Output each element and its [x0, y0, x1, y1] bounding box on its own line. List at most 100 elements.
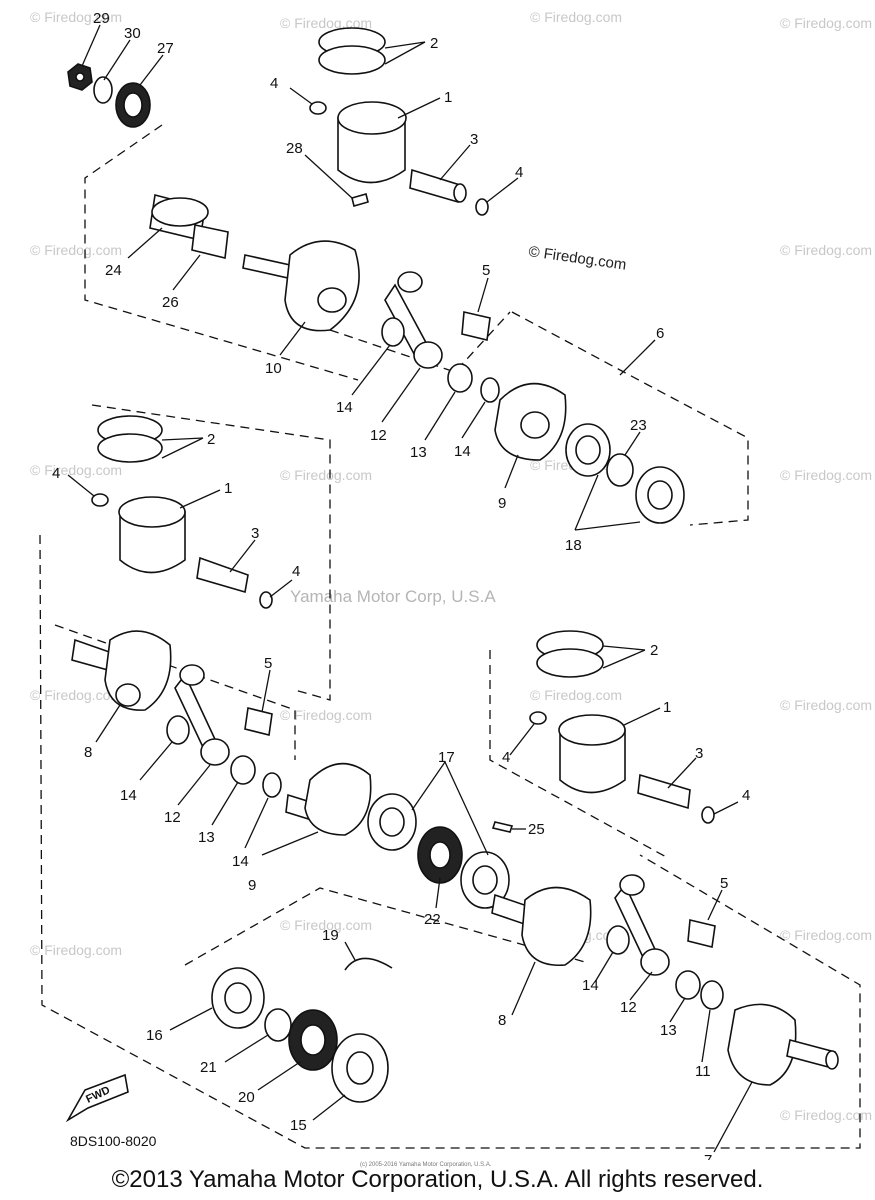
dashed-group-line	[511, 311, 749, 526]
circlip-part	[91, 493, 109, 507]
callout-5: 5	[720, 875, 728, 892]
callout-27: 27	[157, 40, 174, 57]
piston-part	[559, 729, 626, 794]
callout-4: 4	[742, 787, 750, 804]
dashed-group-line	[489, 650, 669, 859]
callout-3: 3	[251, 525, 259, 542]
leader-line	[103, 39, 131, 81]
leader-line	[257, 1061, 301, 1091]
leader-line	[169, 1007, 213, 1031]
needle-bearing-part	[687, 919, 716, 948]
leader-line	[504, 454, 519, 489]
callout-8: 8	[498, 1012, 506, 1029]
leader-line	[139, 54, 164, 86]
piston-pin-part	[196, 556, 249, 594]
callout-7: 7	[704, 1152, 712, 1160]
leader-line	[602, 649, 646, 669]
callout-24: 24	[105, 262, 122, 279]
watermark-text: © Firedog.com	[280, 467, 372, 483]
watermark-text: © Firedog.com	[780, 15, 872, 31]
crank-web-part	[727, 1003, 797, 1086]
watermark-text: © Firedog.com	[280, 917, 372, 933]
leader-line	[435, 877, 441, 909]
thrust-washer-part	[166, 715, 190, 745]
callout-13: 13	[660, 1022, 677, 1039]
leader-line	[381, 367, 421, 423]
bearing-inner	[346, 1051, 374, 1085]
watermark-text: © Firedog.com	[30, 9, 122, 25]
bearing-part	[675, 970, 701, 1000]
needle-bearing-part	[244, 707, 273, 736]
watermark-text: © Firedog.com	[280, 15, 372, 31]
crank-pin-hole	[317, 287, 347, 313]
bearing-end	[151, 197, 209, 227]
callout-5: 5	[482, 262, 490, 279]
thrust-washer-part	[262, 772, 282, 798]
watermark-text: © Firedog.com	[530, 687, 622, 703]
watermark-text: © Firedog.com	[30, 462, 122, 478]
piston-ring-part	[536, 648, 604, 678]
crank-web-hole	[520, 411, 550, 439]
leader-line	[623, 707, 661, 726]
crank-web-part	[284, 240, 360, 332]
leader-line	[224, 1034, 269, 1063]
callout-3: 3	[695, 745, 703, 762]
callout-20: 20	[238, 1089, 255, 1106]
bearing-part	[230, 755, 256, 785]
callout-25: 25	[528, 821, 545, 838]
crank-pin-hole	[115, 683, 141, 707]
rod-big-end	[413, 341, 443, 369]
callout-14: 14	[582, 977, 599, 994]
dashed-group-line	[184, 887, 586, 966]
watermark-text: © Firedog.com	[280, 707, 372, 723]
watermark-text: © Firedog.com	[780, 927, 872, 943]
leader-line	[127, 227, 163, 259]
group-outlines	[39, 124, 861, 1149]
callout-28: 28	[286, 140, 303, 157]
callout-19: 19	[322, 927, 339, 944]
oil-seal-inner	[123, 92, 143, 118]
copyright-footer: ©2013 Yamaha Motor Corporation, U.S.A. A…	[111, 1166, 764, 1193]
watermark-text: © Firedog.com	[780, 1107, 872, 1123]
site-label: © Firedog.com	[527, 243, 627, 274]
circlip-part	[529, 711, 547, 725]
callout-8: 8	[84, 744, 92, 761]
circlip-part	[701, 806, 715, 824]
leader-line	[509, 723, 535, 756]
diagram-part-code: 8DS100-8020	[70, 1133, 157, 1149]
leader-line	[486, 177, 519, 203]
leader-line	[713, 1081, 753, 1153]
circlip-part	[259, 591, 273, 609]
leader-line	[667, 757, 697, 789]
bearing-inner	[379, 807, 405, 837]
thrust-washer-part	[381, 317, 405, 347]
callout-14: 14	[120, 787, 137, 804]
leader-line	[172, 254, 201, 291]
circlip-part	[344, 957, 393, 971]
leader-line	[511, 961, 536, 1016]
leader-line	[397, 97, 441, 119]
callout-16: 16	[146, 1027, 163, 1044]
callout-21: 21	[200, 1059, 217, 1076]
leader-line	[477, 277, 489, 313]
leader-line	[67, 474, 95, 497]
callout-1: 1	[444, 89, 452, 106]
needle-bearing-part	[461, 311, 491, 341]
leader-lines	[67, 24, 753, 1153]
callout-9: 9	[248, 877, 256, 894]
callout-11: 11	[695, 1063, 711, 1080]
watermark-text: © Firedog.com	[780, 697, 872, 713]
piston-crown	[337, 101, 407, 135]
rod-small-end	[397, 271, 423, 293]
parts: FWD	[65, 27, 839, 1123]
watermark-center-text: Yamaha Motor Corp, U.S.A	[290, 587, 496, 606]
callout-3: 3	[470, 131, 478, 148]
leader-line	[177, 764, 211, 806]
leader-line	[304, 154, 353, 199]
leader-line	[269, 579, 293, 598]
callout-30: 30	[124, 25, 141, 42]
leader-line	[707, 889, 723, 921]
callout-numbers: 29 30 27 2 4 1 28 3 4 24 26 10 5 14 12 1…	[52, 10, 750, 1160]
callout-29: 29	[93, 10, 110, 27]
leader-line	[384, 41, 426, 49]
